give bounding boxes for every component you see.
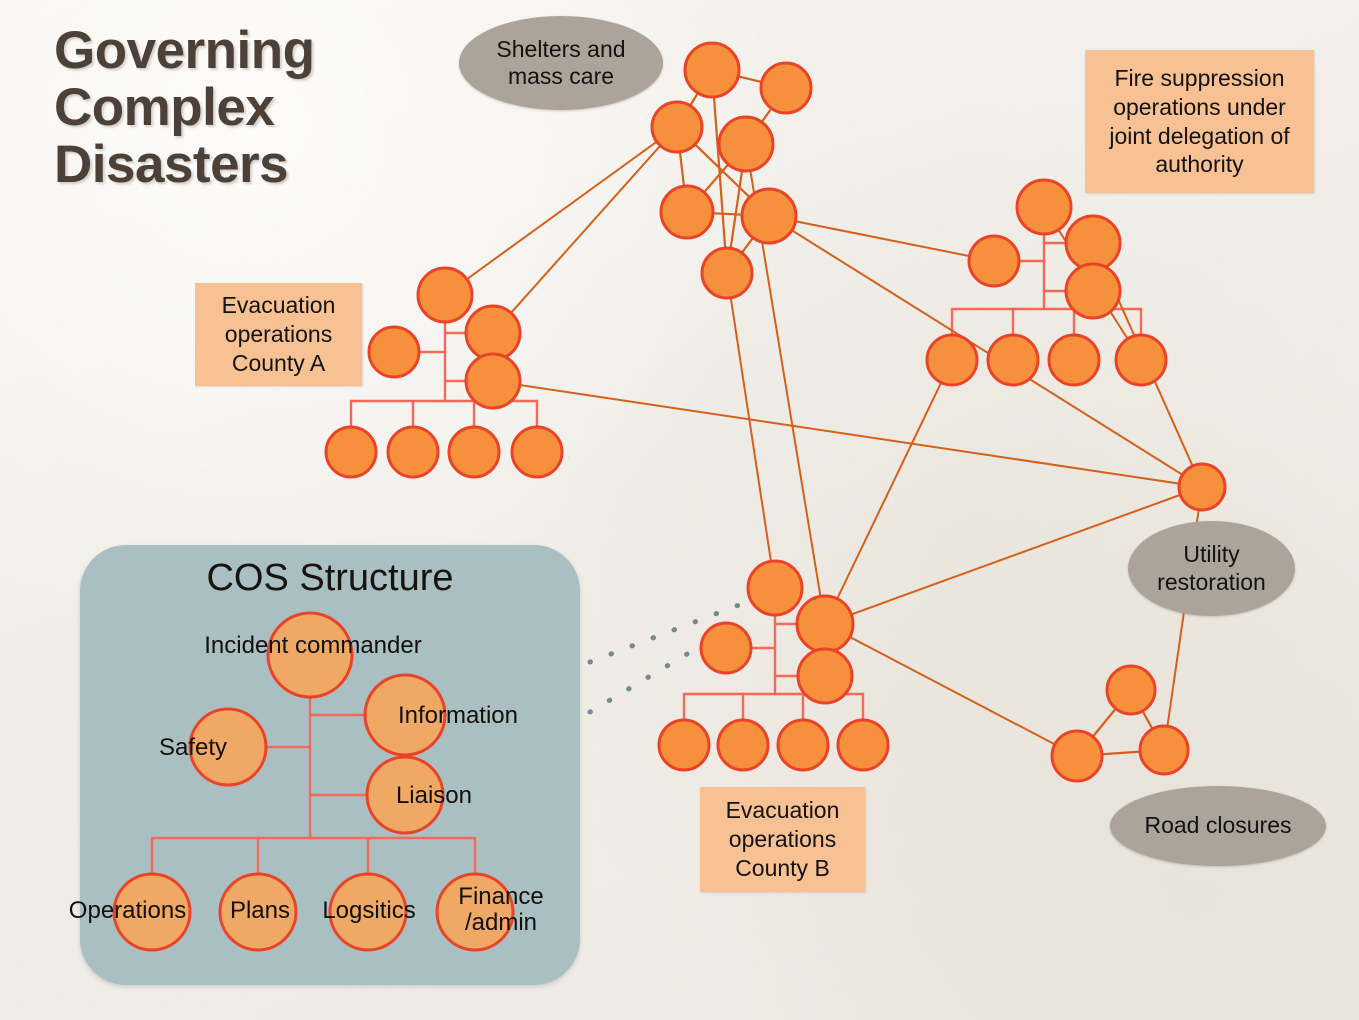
network-node [700, 246, 754, 300]
callout-shelters-and-mass-care: Shelters and mass care [459, 16, 663, 110]
callout-utility-restoration: Utility restoration [1128, 521, 1295, 616]
cos-label-finance-admin: Finance /admin [458, 883, 544, 937]
cos-label-liaison: Liaison [395, 782, 472, 809]
network-node [447, 425, 501, 479]
callout-road-closures: Road closures [1110, 786, 1326, 866]
cross-cluster-edge-3 [726, 272, 776, 589]
cos-label-information: Information [397, 702, 518, 729]
cross-cluster-edge-9 [824, 359, 953, 625]
network-node [1177, 462, 1227, 512]
network-node [740, 187, 798, 245]
network-node [967, 234, 1021, 288]
network-node [1064, 214, 1122, 272]
network-node [510, 425, 564, 479]
network-node [464, 304, 522, 362]
cos-label-plans: Plans [229, 897, 291, 924]
network-node [1114, 333, 1168, 387]
callout-fire-suppression: Fire suppression operations under joint … [1085, 50, 1314, 193]
cos-label-operations: Operations [68, 897, 187, 924]
cross-cluster-edge-0 [444, 126, 678, 296]
cos-label-safety: Safety [158, 734, 227, 761]
network-node [1050, 729, 1104, 783]
cos-node-finance [435, 872, 515, 952]
network-node [1064, 262, 1122, 320]
cross-cluster-edge-6 [492, 380, 1203, 488]
cos-label-incident-commander: Incident commander [204, 632, 422, 659]
network-node [795, 594, 855, 654]
network-node [1105, 664, 1157, 716]
network-node [986, 333, 1040, 387]
network-node [650, 100, 704, 154]
cross-cluster-edge-1 [768, 215, 995, 262]
network-node [746, 559, 804, 617]
cross-cluster-edge-10 [824, 486, 1203, 625]
network-node [925, 333, 979, 387]
page-title: Governing Complex Disasters [54, 21, 315, 195]
network-node [367, 325, 421, 379]
mesh-edge-2 [710, 68, 729, 275]
cos-node-info [363, 673, 447, 757]
network-node [464, 352, 522, 410]
cross-cluster-edge-11 [824, 623, 1078, 757]
cos-node-ic [266, 611, 354, 699]
network-node [699, 621, 753, 675]
cross-cluster-edge-5 [492, 126, 678, 334]
network-node [717, 115, 775, 173]
cos-node-ops [112, 872, 192, 952]
cos-node-logistics [328, 872, 408, 952]
network-node [1138, 724, 1190, 776]
network-node [759, 61, 813, 115]
cross-cluster-edge-2 [768, 215, 1203, 488]
network-node [716, 718, 770, 772]
network-node [683, 41, 741, 99]
callout-evacuation-county-b: Evacuation operations County B [700, 787, 865, 892]
network-node [1015, 178, 1073, 236]
network-node [386, 425, 440, 479]
network-node [659, 184, 715, 240]
callout-evacuation-county-a: Evacuation operations County A [195, 283, 362, 386]
network-node [324, 425, 378, 479]
network-node [1047, 333, 1101, 387]
network-node [836, 718, 890, 772]
network-node [776, 718, 830, 772]
cos-node-liaison [365, 755, 445, 835]
network-node [796, 647, 854, 705]
cos-label-logsitics: Logsitics [322, 897, 416, 924]
cos-node-safety [188, 707, 268, 787]
network-node [657, 718, 711, 772]
cos-panel-title: COS Structure [206, 557, 454, 599]
network-node [416, 266, 474, 324]
cos-node-plans [218, 872, 298, 952]
